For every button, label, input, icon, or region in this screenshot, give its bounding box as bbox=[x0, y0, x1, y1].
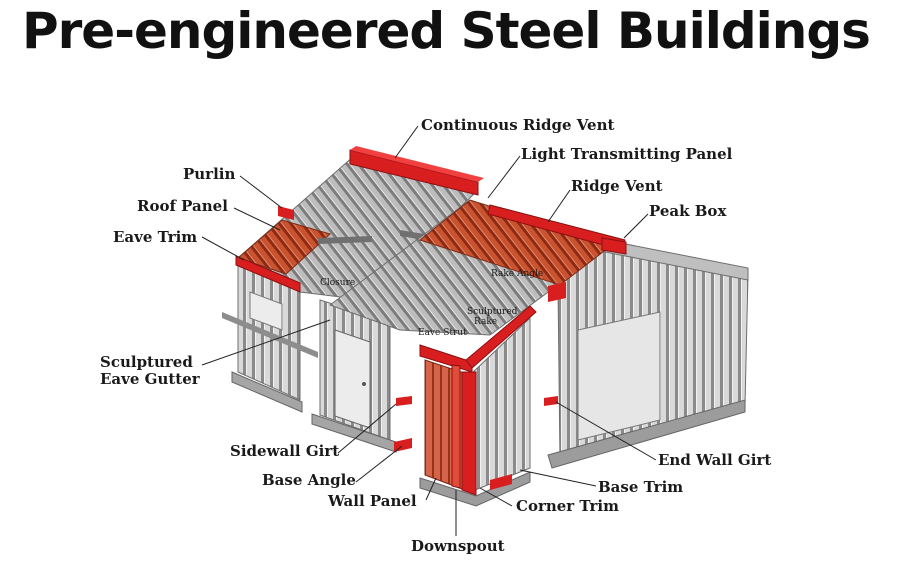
roof-middle-bay bbox=[328, 199, 627, 336]
label-ridge-vent: Ridge Vent bbox=[571, 177, 663, 195]
roof-left-bay bbox=[235, 154, 479, 301]
door bbox=[334, 329, 371, 429]
label-end-wall-girt: End Wall Girt bbox=[658, 451, 771, 469]
leader-eave-trim bbox=[201, 236, 245, 261]
label-corner-trim: Corner Trim bbox=[516, 497, 619, 515]
end-wall-door-opening bbox=[577, 311, 661, 441]
label-light-transmitting-panel: Light Transmitting Panel bbox=[521, 145, 733, 163]
sculptured-rake-piece bbox=[465, 305, 537, 369]
label-eave-trim: Eave Trim bbox=[113, 228, 197, 246]
roof-panel-red bbox=[237, 219, 331, 275]
leader-lines bbox=[201, 125, 657, 536]
leader-sculptured-eave-gutter bbox=[201, 319, 331, 366]
label-roof-panel: Roof Panel bbox=[137, 197, 228, 215]
leader-ridge-vent bbox=[547, 189, 571, 223]
label-continuous-ridge-vent: Continuous Ridge Vent bbox=[421, 116, 614, 134]
label-eave-strut: Eave Strut bbox=[418, 328, 467, 338]
leader-base-angle bbox=[355, 445, 403, 483]
front-corner-wall bbox=[419, 305, 537, 507]
page-title: Pre-engineered Steel Buildings bbox=[22, 2, 871, 60]
label-base-angle: Base Angle bbox=[262, 471, 356, 489]
leader-wall-panel bbox=[425, 477, 437, 501]
label-closure: Closure bbox=[320, 278, 355, 288]
leader-end-wall-girt bbox=[555, 401, 657, 461]
eave-trim bbox=[235, 255, 301, 293]
building-structure bbox=[222, 146, 749, 507]
label-peak-box: Peak Box bbox=[649, 202, 727, 220]
leader-sidewall-girt bbox=[337, 403, 397, 454]
label-sculptured-rake-line1: Sculptured bbox=[467, 307, 518, 317]
window bbox=[249, 291, 283, 331]
purlin-red-end bbox=[278, 206, 294, 220]
peak-box-piece bbox=[601, 237, 627, 255]
label-base-trim: Base Trim bbox=[598, 478, 683, 496]
leader-peak-box bbox=[623, 213, 649, 239]
end-wall bbox=[547, 239, 749, 469]
base-trim-piece bbox=[490, 474, 512, 490]
sidewall-girt-beam bbox=[222, 312, 318, 358]
rake-angle-piece bbox=[548, 282, 566, 302]
sidewall-girt-bracket bbox=[396, 396, 412, 406]
end-wall-girt-bracket bbox=[544, 396, 558, 406]
continuous-ridge-vent-piece bbox=[349, 146, 484, 196]
label-rake-angle: Rake Angle bbox=[491, 269, 543, 279]
labels: Continuous Ridge Vent Light Transmitting… bbox=[100, 116, 771, 555]
downspout-piece bbox=[451, 364, 461, 489]
label-sculptured-eave-gutter-line1: Sculptured bbox=[100, 353, 193, 371]
label-downspout: Downspout bbox=[411, 537, 505, 555]
leader-corner-trim bbox=[479, 487, 513, 507]
leader-continuous-ridge-vent bbox=[394, 125, 419, 159]
leader-purlin bbox=[239, 175, 283, 209]
purlin-beam-1 bbox=[318, 236, 372, 244]
left-sidewall bbox=[222, 264, 318, 413]
leader-base-trim bbox=[519, 469, 597, 487]
label-sidewall-girt: Sidewall Girt bbox=[230, 442, 339, 460]
label-sculptured-eave-gutter-line2: Eave Gutter bbox=[100, 370, 201, 388]
label-purlin: Purlin bbox=[183, 165, 235, 183]
leader-roof-panel bbox=[233, 207, 281, 231]
label-sculptured-rake-line2: Rake bbox=[474, 317, 497, 327]
base-trim-end-wall bbox=[547, 399, 746, 469]
leader-light-transmitting-panel bbox=[487, 155, 521, 199]
middle-wall bbox=[311, 299, 412, 453]
corner-trim-piece bbox=[461, 371, 477, 496]
label-wall-panel: Wall Panel bbox=[327, 492, 417, 510]
